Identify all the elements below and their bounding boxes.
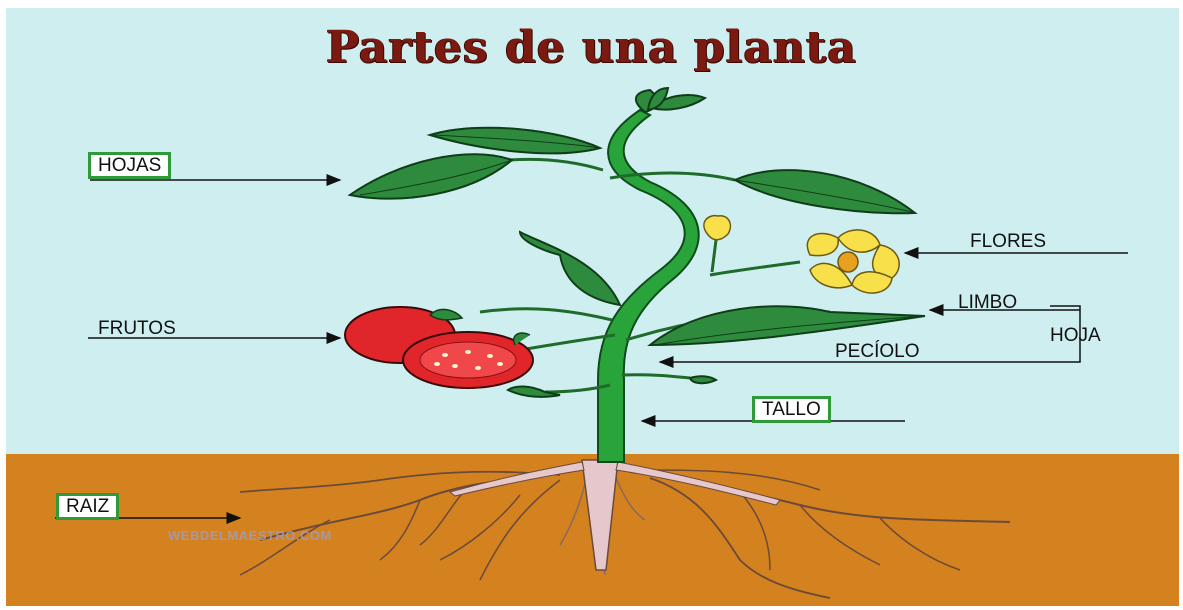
leaf-small-right — [690, 376, 716, 383]
label-frutos: FRUTOS — [98, 318, 176, 340]
root-left — [450, 462, 584, 496]
stem — [598, 110, 699, 462]
label-flores: FLORES — [970, 231, 1046, 253]
label-peciolo: PECÍOLO — [835, 341, 919, 363]
watermark: WEBDELMAESTRO.COM — [168, 528, 332, 543]
flower — [807, 230, 899, 293]
roots — [240, 460, 1010, 598]
leaf-left-top — [350, 154, 512, 198]
root-right — [616, 462, 780, 505]
diagram-title: Partes de una planta — [0, 22, 1183, 73]
fruits — [345, 307, 533, 388]
label-hoja: HOJA — [1050, 325, 1101, 347]
label-hojas: HOJAS — [88, 152, 171, 179]
label-tallo: TALLO — [752, 396, 831, 423]
taproot — [582, 460, 618, 570]
leaf-middle-left — [520, 232, 620, 305]
flower-bud — [704, 216, 730, 240]
label-raiz: RAIZ — [56, 493, 119, 520]
label-limbo: LIMBO — [958, 292, 1017, 314]
leaf-top-left — [430, 128, 600, 154]
